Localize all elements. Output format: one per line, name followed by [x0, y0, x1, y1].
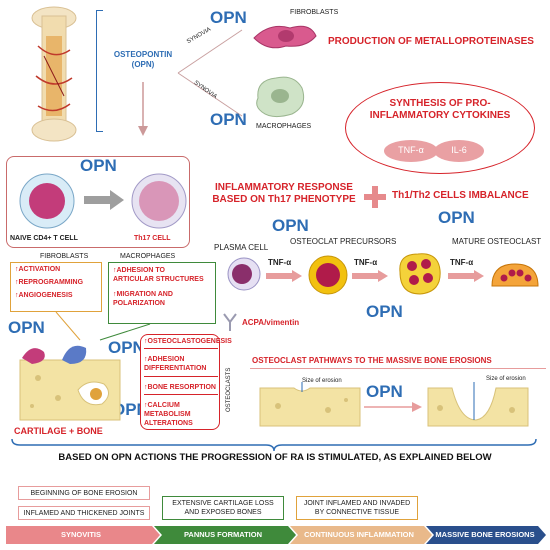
osteo-item-1: ↑OSTEOCLASTOGENESIS — [144, 337, 232, 349]
erosion-arrow — [364, 402, 422, 412]
box-connectors — [55, 312, 151, 341]
macrophages-box-title: MACROPHAGES — [120, 253, 176, 260]
opn-left-1: OPN — [8, 318, 45, 337]
cartilage-label: CARTILAGE + BONE — [14, 426, 103, 436]
cytokines-oval — [345, 82, 535, 174]
tcell-arrow — [84, 190, 124, 210]
tnf-label-2: TNF-α — [354, 258, 378, 267]
size1-label: Size of erosion — [302, 378, 342, 384]
mature-label: MATURE OSTEOCLAST — [452, 237, 542, 246]
th17-cell-icon — [130, 172, 188, 235]
plasma-cell-icon — [226, 256, 262, 297]
opn-imbalance: OPN — [438, 208, 475, 227]
tnf-label-1: TNF-α — [268, 258, 292, 267]
bone-illustration — [24, 6, 84, 142]
cartilage-bone-illustration — [18, 338, 122, 427]
naive-cell-icon — [18, 172, 76, 235]
tnf-label-3: TNF-α — [450, 258, 474, 267]
il6-oval-label: IL-6 — [451, 145, 467, 155]
tnf-oval-label: TNF-α — [398, 145, 424, 155]
precursor-cell-icon — [306, 254, 350, 301]
osteo-list — [140, 334, 220, 430]
imbalance-label: Th1/Th2 CELLS IMBALANCE — [392, 190, 529, 201]
stage-massive: MASSIVE BONE EROSIONS — [435, 530, 535, 539]
fibro-item-1: ↑ACTIVATION — [15, 266, 61, 273]
il6-oval — [434, 140, 484, 162]
synovia-lines — [177, 29, 243, 117]
legend-cartilage-loss: EXTENSIVE CARTILAGE LOSS AND EXPOSED BON… — [162, 496, 284, 520]
progression-banner: BASED ON OPN ACTIONS THE PROGRESSION OF … — [58, 452, 492, 463]
osteo-item-3: ↑BONE RESORPTION — [144, 383, 218, 395]
precursors-label: OSTEOCLAT PRECURSORS — [290, 237, 397, 246]
size2-label: Size of erosion — [486, 376, 526, 382]
stage-synovitis: SYNOVITIS — [60, 530, 101, 539]
metalloproteinases-label: PRODUCTION OF METALLOPROTEINASES — [328, 36, 534, 47]
fibro-item-2: ↑REPROGRAMMING — [15, 279, 84, 286]
down-arrow — [138, 82, 148, 136]
opn-left-3: OPN — [112, 400, 149, 419]
fibroblasts-box-title: FIBROBLASTS — [40, 253, 89, 260]
osteo-item-4: ↑CALCIUM METABOLISM ALTERATIONS — [144, 402, 193, 427]
bracket — [96, 10, 103, 132]
antibody-icon — [222, 312, 238, 337]
inflammatory-label: INFLAMMATORY RESPONSE BASED ON Th17 PHEN… — [212, 182, 356, 205]
osteoclasts-side-label: OSTEOCLASTS — [226, 367, 232, 412]
osteo-item-2: ↑ADHESION DIFFERENTIATION — [144, 355, 218, 377]
precursor-cluster-icon — [394, 248, 444, 303]
opn-left-2: OPN — [108, 338, 145, 357]
opn-top-2: OPN — [210, 110, 247, 129]
stage-pannus: PANNUS FORMATION — [183, 530, 263, 539]
opn-tcell: OPN — [80, 156, 117, 175]
macrophage-cell-icon — [250, 72, 310, 125]
opn-top-1: OPN — [210, 8, 247, 27]
erosion-title: OSTEOCLAST PATHWAYS TO THE MASSIVE BONE … — [252, 356, 492, 365]
th17-label: Th17 CELL — [134, 235, 171, 242]
erosion-after-illustration — [426, 380, 530, 433]
fibro-item-3: ↑ANGIOGENESIS — [15, 292, 73, 299]
legend-invaded: JOINT INFLAMED AND INVADED BY CONNECTIVE… — [296, 496, 418, 520]
bottom-brace — [10, 438, 538, 452]
naive-label: NAIVE CD4+ T CELL — [10, 235, 78, 242]
macro-item-2: ↑MIGRATION AND POLARIZATION — [113, 291, 173, 307]
osteopontin-label: OSTEOPONTIN (OPN) — [113, 50, 173, 69]
opn-middle: OPN — [366, 302, 403, 321]
arrow-2 — [352, 270, 388, 282]
acpa-label: ACPA/vimentin — [242, 318, 300, 327]
plasma-label: PLASMA CELL — [214, 243, 269, 252]
tnf-oval — [384, 140, 438, 162]
cytokines-title: SYNTHESIS OF PRO- INFLAMMATORY CYTOKINES — [369, 98, 511, 121]
opn-erosion: OPN — [366, 382, 403, 401]
legend-inflamed: INFLAMED AND THICKENED JOINTS — [18, 506, 150, 520]
macrophages-top-label: MACROPHAGES — [256, 123, 312, 130]
stage-bar — [6, 526, 546, 544]
arrow-1 — [266, 270, 302, 282]
erosion-before-illustration — [258, 380, 362, 433]
stage-continuous: CONTINUOUS INFLAMMATION — [304, 530, 414, 539]
mature-osteoclast-icon — [490, 262, 540, 293]
macrophages-box: ↑ADHESION TO ARTICULAR STRUCTURES ↑MIGRA… — [108, 262, 216, 324]
osteo-items: ↑OSTEOCLASTOGENESIS ↑ADHESION DIFFERENTI… — [144, 337, 232, 428]
fibroblasts-box: ↑ACTIVATION ↑REPROGRAMMING ↑ANGIOGENESIS — [10, 262, 102, 312]
arrow-3 — [448, 270, 484, 282]
legend-beginning: BEGINNING OF BONE EROSION — [18, 486, 150, 500]
opn-plasma: OPN — [272, 216, 309, 235]
fibroblasts-top-label: FIBROBLASTS — [290, 9, 339, 16]
macro-item-1: ↑ADHESION TO ARTICULAR STRUCTURES — [113, 267, 204, 283]
erosion-underline — [250, 368, 546, 369]
plus-icon — [364, 186, 386, 208]
fibroblast-cell-icon — [250, 18, 320, 59]
